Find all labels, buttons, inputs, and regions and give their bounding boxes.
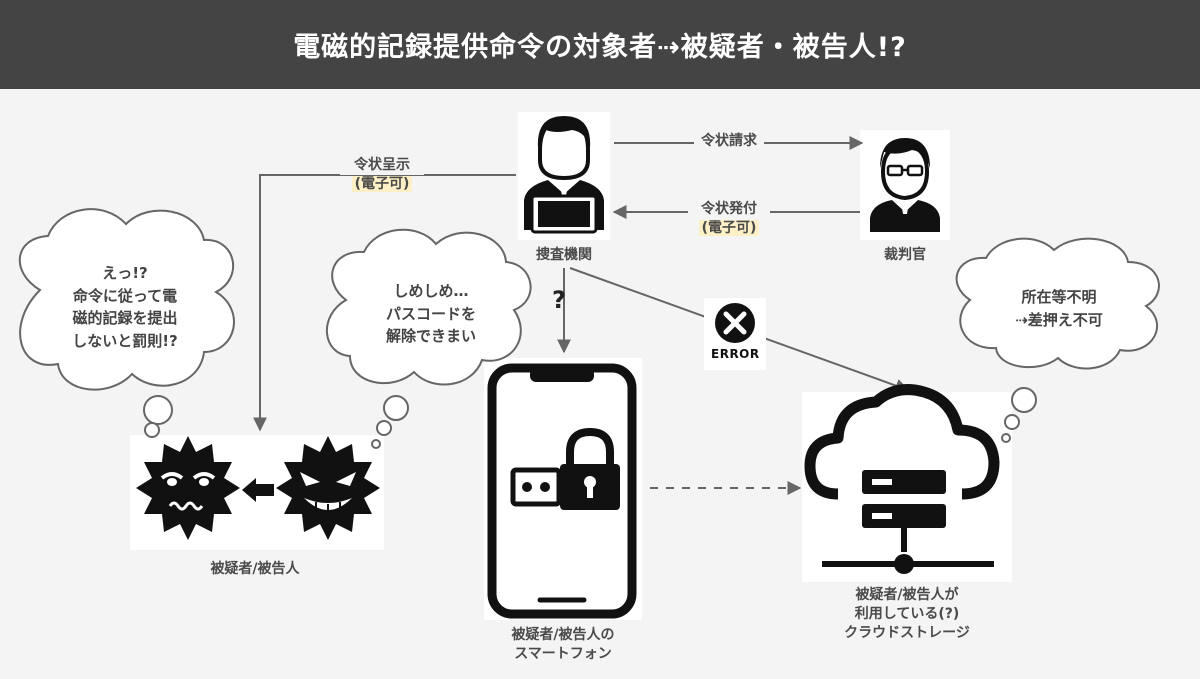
suspect-label: 被疑者/被告人 bbox=[210, 561, 300, 577]
judge-label: 裁判官 bbox=[884, 247, 926, 263]
passcode-field-icon bbox=[510, 467, 562, 507]
warrant-issue-label: 令状発付 (電子可) bbox=[688, 200, 770, 238]
sad-virus-icon bbox=[136, 436, 240, 540]
investigator-icon bbox=[524, 116, 604, 234]
cloud-thought-bubble bbox=[955, 237, 1160, 443]
left-bubble-text: えっ!? 命令に従って電 磁的記録を提出 しないと罰則!? bbox=[72, 264, 178, 350]
question-mark: ? bbox=[552, 286, 566, 314]
warrant-show-note: (電子可) bbox=[351, 175, 413, 192]
cloud-server-icon bbox=[804, 384, 1000, 574]
page-title: 電磁的記録提供命令の対象者⇢被疑者・被告人!? bbox=[293, 32, 907, 63]
right-bubble-text: しめしめ… パスコードを 解除できまい bbox=[385, 282, 476, 345]
cloud-bubble-text: 所在等不明 ⇢差押え不可 bbox=[1015, 288, 1103, 329]
warrant-show-arrow bbox=[253, 174, 516, 432]
title-bar: 電磁的記録提供命令の対象者⇢被疑者・被告人!? bbox=[0, 0, 1200, 89]
judge-icon bbox=[870, 138, 940, 232]
investigator-label: 捜査機関 bbox=[536, 247, 592, 263]
left-thought-bubble bbox=[18, 208, 235, 438]
warrant-request-label: 令状請求 bbox=[694, 132, 764, 151]
cloud-label: 被疑者/被告人が 利用している(?) クラウドストレージ bbox=[844, 587, 970, 641]
error-label: ERROR bbox=[711, 347, 760, 361]
lock-icon bbox=[560, 427, 620, 510]
warrant-issue-note: (電子可) bbox=[698, 219, 760, 236]
block-arrow-icon bbox=[242, 478, 274, 502]
warrant-show-label: 令状呈示 (電子可) bbox=[340, 156, 424, 194]
error-x-icon bbox=[715, 303, 755, 343]
right-thought-bubble bbox=[326, 228, 532, 449]
evil-virus-icon bbox=[276, 436, 380, 540]
smartphone-label: 被疑者/被告人の スマートフォン bbox=[511, 627, 615, 662]
